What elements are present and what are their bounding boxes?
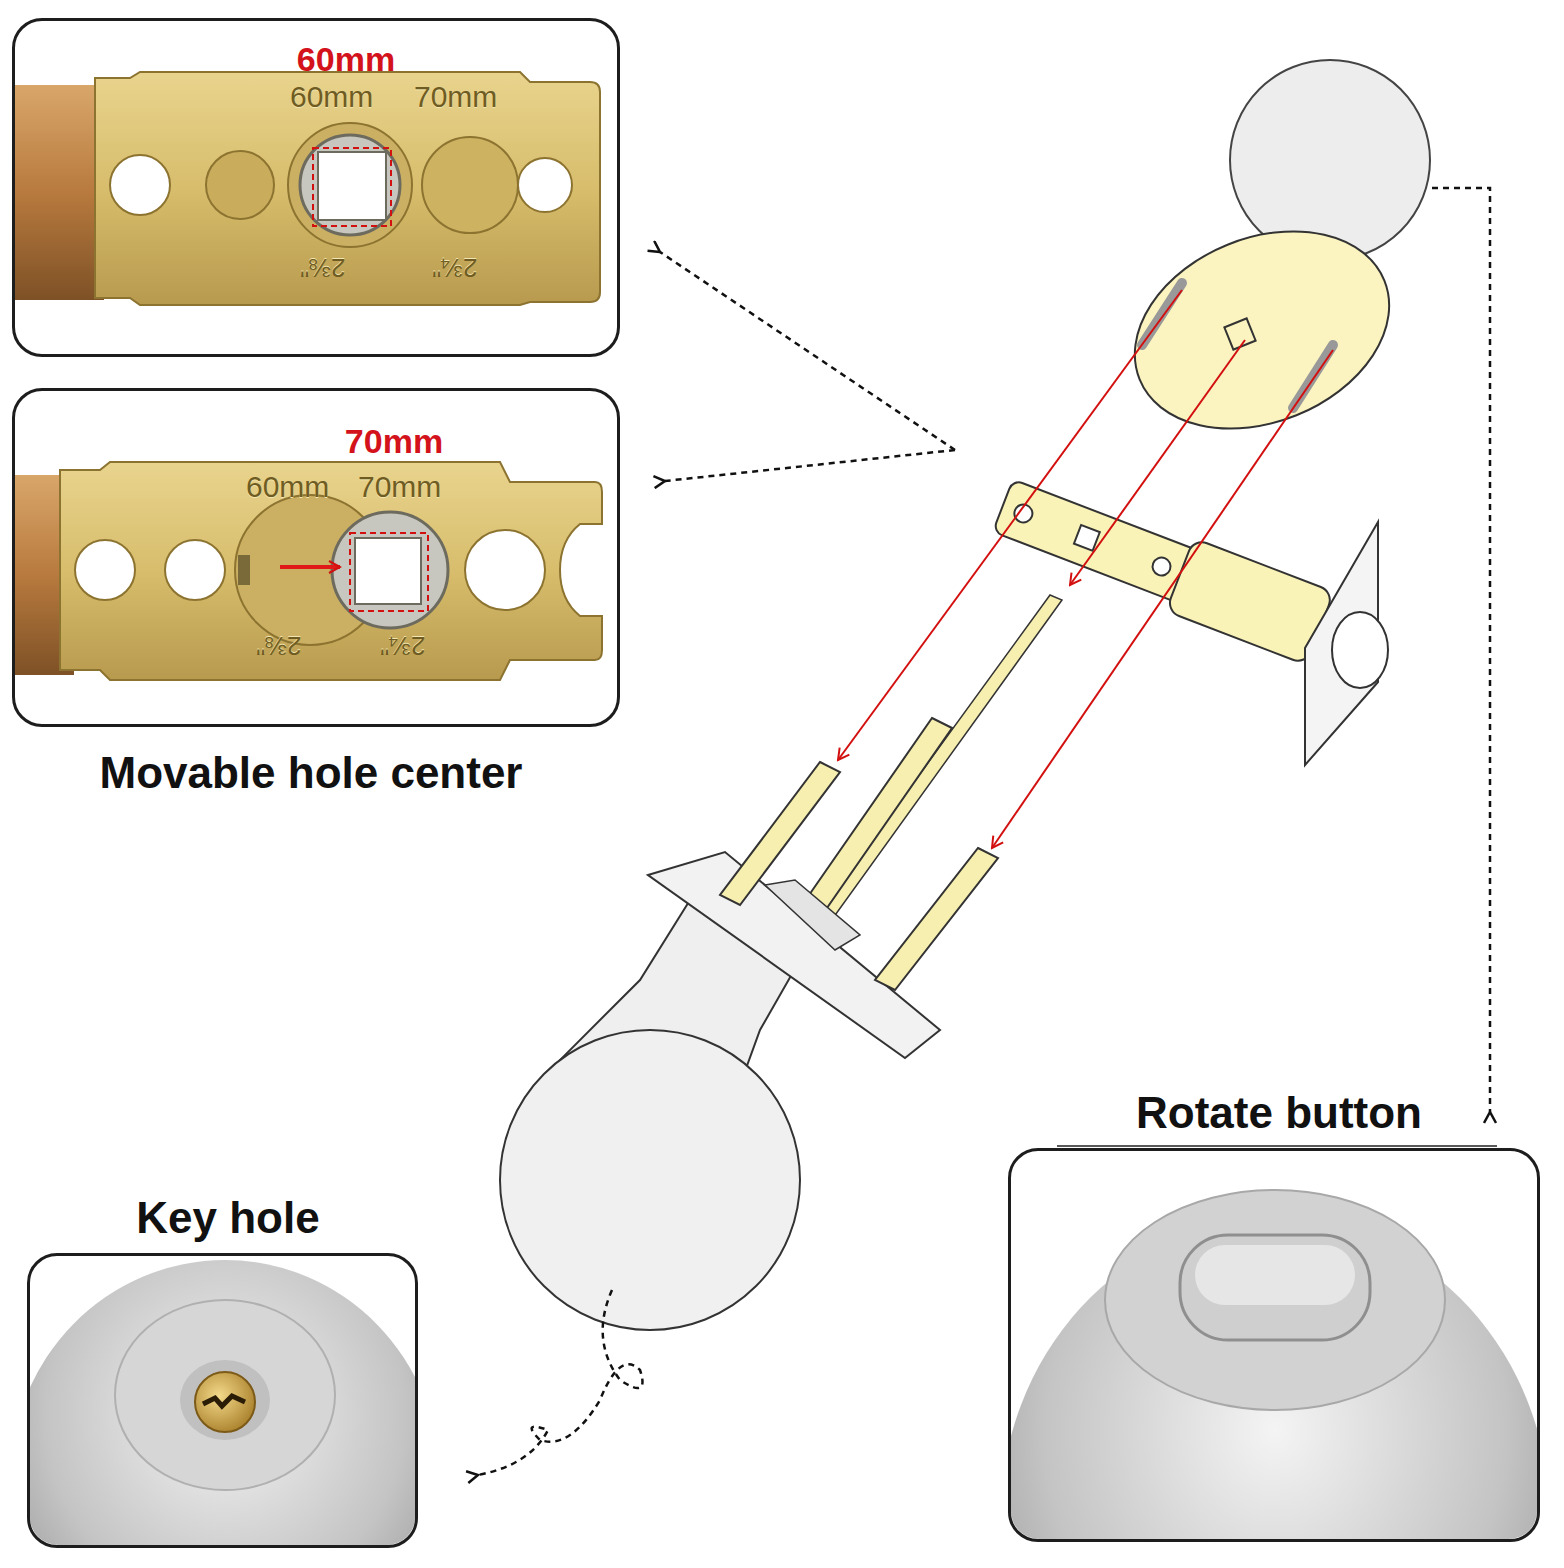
inset-box: Rotate button (1008, 1148, 1540, 1542)
leader-lines (478, 188, 1490, 1475)
engraved-marking: 2¾" (432, 255, 477, 281)
keyhole-knob-photo (10, 1260, 440, 1568)
engraved-marking: 60mm (246, 472, 329, 502)
title-rule (1057, 1145, 1497, 1147)
latch-plate-60 (14, 72, 600, 305)
dimension-heading: 70mm (345, 423, 443, 460)
inset-title: Rotate button (1136, 1089, 1422, 1137)
inset-title: Key hole (136, 1194, 319, 1242)
engraved-marking: 60mm (290, 82, 373, 112)
engraved-marking: 70mm (414, 82, 497, 112)
inset-box: 70mmMovable hole center (12, 388, 620, 727)
rotate-button-knob-photo (1000, 1190, 1550, 1568)
exploded-view (500, 60, 1430, 1330)
engraved-marking: 2⅜" (300, 255, 345, 281)
engraved-marking: 2¾" (380, 633, 425, 659)
engraved-marking: 70mm (358, 472, 441, 502)
inset-box: Key hole (27, 1253, 418, 1548)
engraved-marking: 2⅜" (256, 633, 301, 659)
dimension-heading: 60mm (297, 41, 395, 78)
inset-box: 60mm (12, 18, 620, 357)
latch-plate-70 (14, 462, 602, 680)
inset-title: Movable hole center (99, 749, 522, 797)
